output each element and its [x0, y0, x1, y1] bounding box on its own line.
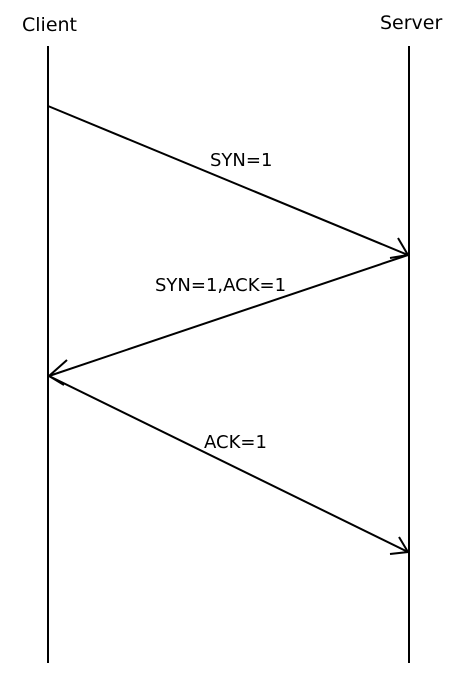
server-label: Server	[380, 12, 443, 34]
message-arrow-ack	[48, 375, 409, 553]
message-arrow-syn-ack	[48, 254, 409, 377]
message-label-ack: ACK=1	[204, 432, 267, 453]
arrowhead-ack	[389, 536, 410, 555]
message-label-syn-ack: SYN=1,ACK=1	[155, 275, 286, 296]
message-label-syn: SYN=1	[210, 150, 272, 171]
client-label: Client	[22, 14, 78, 36]
message-arrow-syn	[47, 105, 409, 256]
